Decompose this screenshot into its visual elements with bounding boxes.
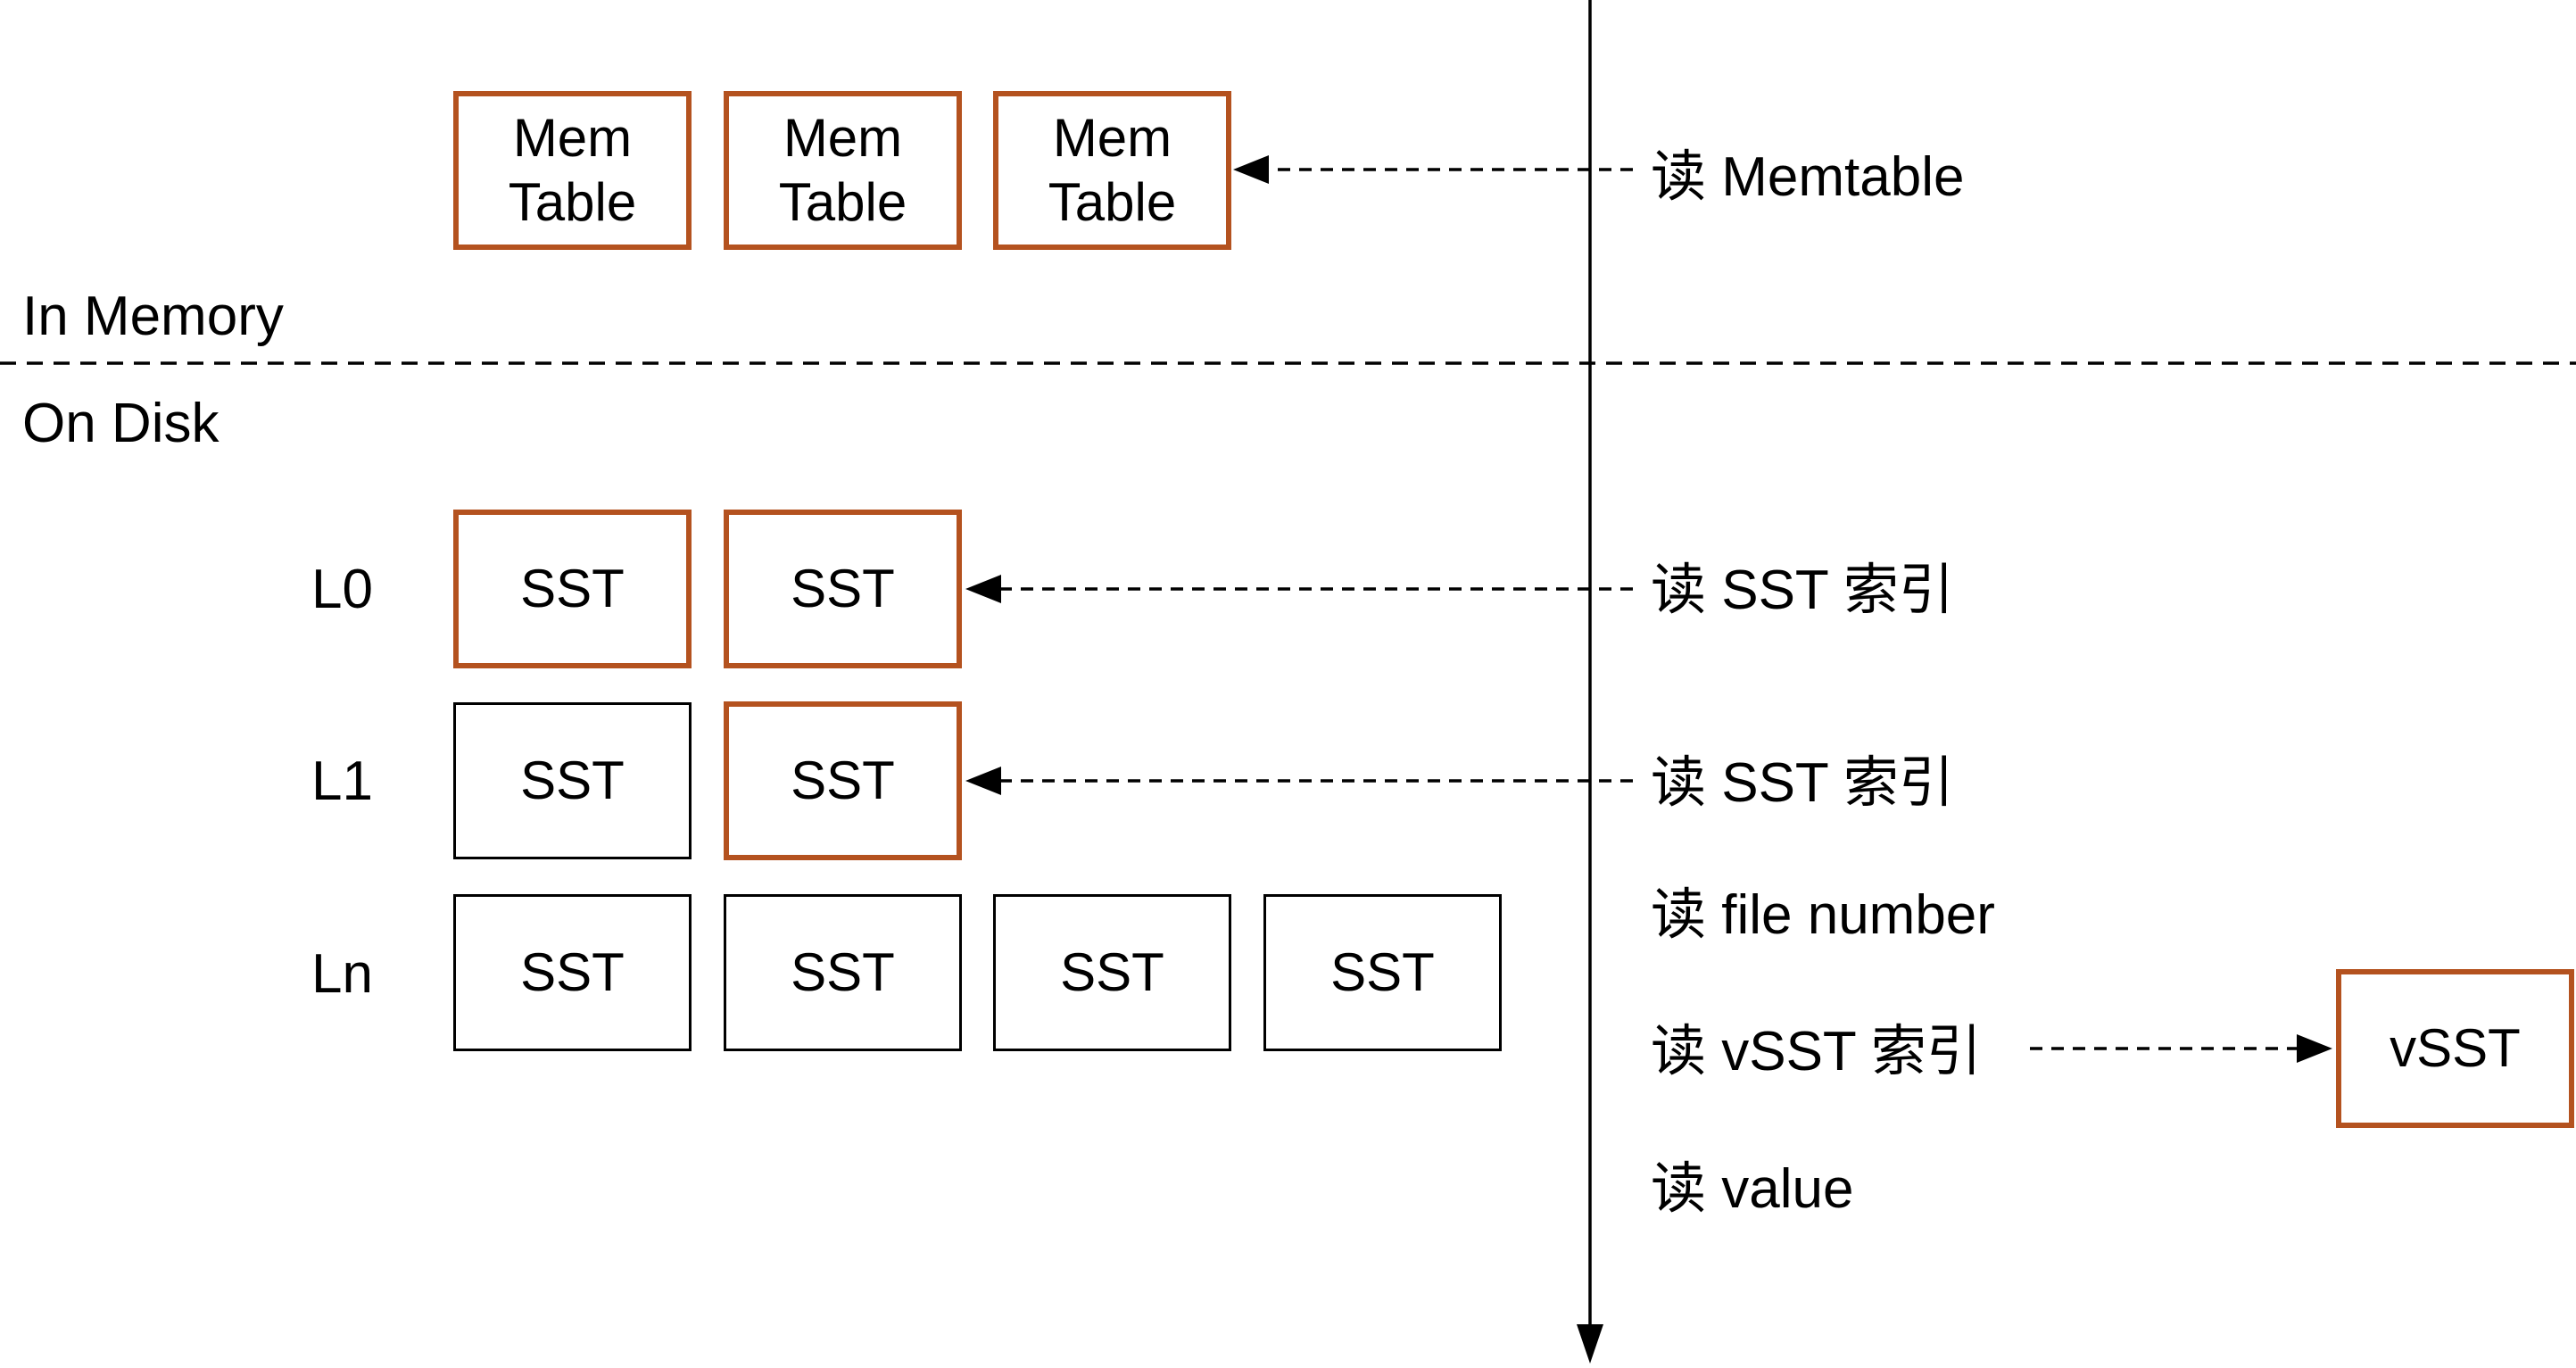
read-step-file-number: 读 file number — [1651, 884, 1995, 946]
in-memory-label: In Memory — [22, 286, 284, 347]
memtable-box-2-text: Mem Table — [778, 108, 907, 232]
vsst-box: vSST — [2336, 969, 2574, 1128]
l0-read-arrowhead — [965, 575, 1001, 603]
l1-sst-1: SST — [453, 702, 692, 859]
memtable-box-3: Mem Table — [993, 91, 1231, 250]
memtable-box-1: Mem Table — [453, 91, 692, 250]
read-step-value: 读 value — [1651, 1158, 1854, 1220]
ln-sst-2: SST — [724, 894, 962, 1051]
memtable-box-2: Mem Table — [724, 91, 962, 250]
read-step-l1-index: 读 SST 索引 — [1651, 752, 1954, 814]
memtable-box-3-text: Mem Table — [1048, 108, 1177, 232]
memtable-read-arrowhead — [1233, 155, 1269, 184]
level-l0-label: L0 — [311, 559, 373, 620]
read-step-l0-index: 读 SST 索引 — [1651, 560, 1954, 621]
l0-sst-2: SST — [724, 510, 962, 668]
read-step-memtable: 读 Memtable — [1651, 146, 1965, 208]
level-ln-label: Ln — [311, 943, 373, 1005]
read-path-arrowhead — [1577, 1324, 1603, 1364]
ln-sst-3: SST — [993, 894, 1231, 1051]
ln-sst-4: SST — [1263, 894, 1502, 1051]
l0-sst-1: SST — [453, 510, 692, 668]
memtable-box-1-text: Mem Table — [508, 108, 637, 232]
level-l1-label: L1 — [311, 750, 373, 812]
vsst-read-arrowhead — [2297, 1034, 2332, 1063]
on-disk-label: On Disk — [22, 393, 219, 454]
ln-sst-1: SST — [453, 894, 692, 1051]
l1-read-arrowhead — [965, 767, 1001, 795]
l1-sst-2: SST — [724, 701, 962, 860]
read-step-vsst-index: 读 vSST 索引 — [1651, 1021, 1982, 1082]
